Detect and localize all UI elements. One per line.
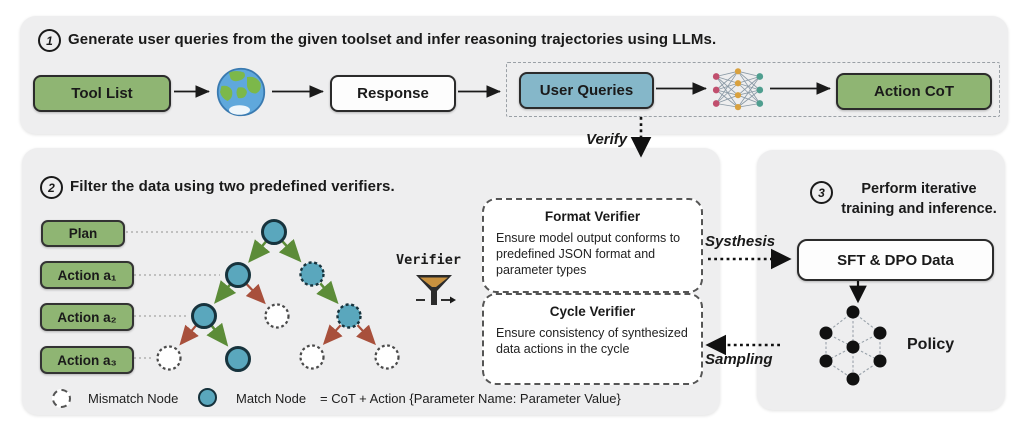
llm-network-icon [712,68,764,111]
step-1-title: Generate user queries from the given too… [68,31,717,48]
action-a2-label-box: Action a₂ [40,303,134,331]
legend-formula: = CoT + Action {Parameter Name: Paramete… [320,391,621,406]
format-verifier-box: Format Verifier Ensure model output conf… [482,198,703,293]
cycle-verifier-title: Cycle Verifier [549,304,636,319]
tool-list-box: Tool List [33,75,171,112]
step-3-title: Perform iterative training and inference… [841,181,997,218]
verifier-label: Verifier [396,252,462,268]
synthesis-label: Systhesis [705,233,776,250]
legend-match-node-icon [198,388,217,407]
step-2-number: 2 [40,176,63,199]
step-3-number: 3 [810,181,833,204]
action-a3-label-box: Action a₃ [40,346,134,374]
legend-mismatch-node-icon [52,389,71,408]
user-queries-box: User Queries [519,72,654,109]
legend-mismatch-label: Mismatch Node [88,391,179,406]
policy-label: Policy [907,336,955,353]
cycle-verifier-box: Cycle Verifier Ensure consistency of syn… [482,293,703,385]
policy-network-icon [819,305,887,386]
action-cot-box: Action CoT [836,73,992,110]
response-box: Response [330,75,456,112]
verify-label: Verify [586,131,628,148]
format-verifier-title: Format Verifier [544,209,641,224]
sft-dpo-data-box: SFT & DPO Data [797,239,994,281]
action-a1-label-box: Action a₁ [40,261,134,289]
legend-match-label: Match Node [236,391,307,406]
step-1-number: 1 [38,29,61,52]
globe-icon [216,67,266,117]
query-cot-dashed-region [506,62,1000,117]
plan-label-box: Plan [41,220,125,247]
funnel-filter-icon [416,275,456,305]
format-verifier-body: Ensure model output conforms to predefin… [496,231,681,277]
sampling-label: Sampling [705,351,773,368]
step-2-title: Filter the data using two predefined ver… [70,178,395,195]
cycle-verifier-body: Ensure consistency of synthesized data a… [496,326,688,356]
